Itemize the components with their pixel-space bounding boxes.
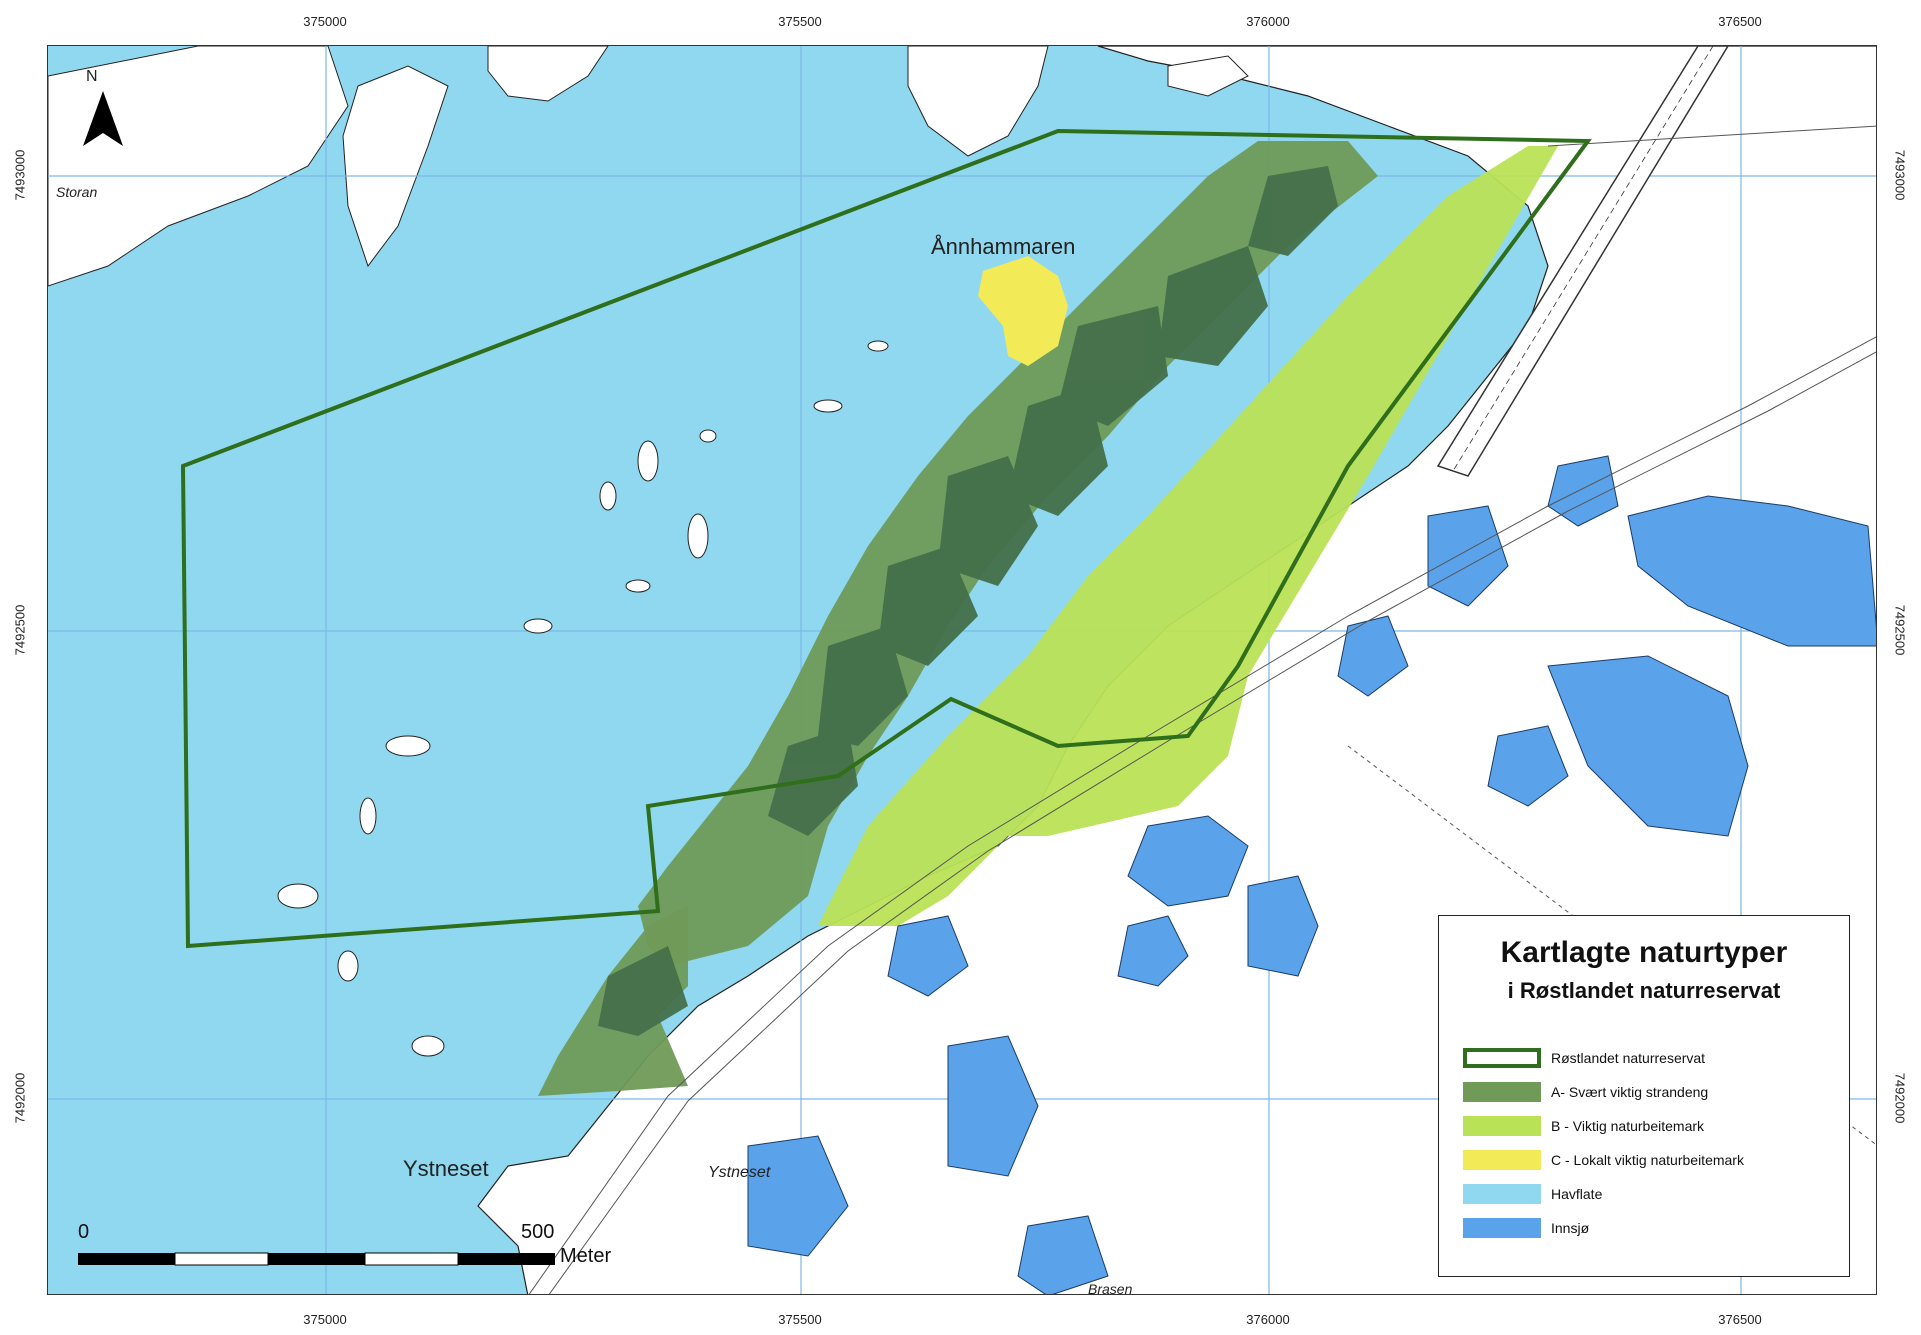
scale-unit: Meter bbox=[560, 1245, 612, 1267]
legend-item-zone-c: C - Lokalt viktig naturbeitemark bbox=[1463, 1147, 1744, 1173]
coord-bottom-375000: 375000 bbox=[303, 1312, 347, 1327]
place-brasen: Brasen bbox=[1088, 1281, 1133, 1295]
scale-end: 500 bbox=[521, 1221, 555, 1243]
coord-bottom-375500: 375500 bbox=[778, 1312, 822, 1327]
coord-bottom-376500: 376500 bbox=[1718, 1312, 1762, 1327]
legend-subtitle: i Røstlandet naturreservat bbox=[1507, 978, 1781, 1003]
zone-a-dark-patches bbox=[598, 166, 1338, 1036]
north-arrow-icon: N bbox=[78, 61, 128, 156]
legend-swatch-havflate bbox=[1463, 1184, 1541, 1204]
legend-label-innsjo: Innsjø bbox=[1551, 1220, 1590, 1236]
coord-top-375000: 375000 bbox=[303, 14, 347, 29]
legend-item-zone-b: B - Viktig naturbeitemark bbox=[1463, 1113, 1704, 1139]
legend-swatch-zone-a bbox=[1463, 1082, 1541, 1102]
place-storan: Storan bbox=[56, 184, 98, 200]
coord-bottom-376000: 376000 bbox=[1246, 1312, 1290, 1327]
coord-right-7493000: 7493000 bbox=[1892, 149, 1908, 201]
legend-item-reserve: Røstlandet naturreservat bbox=[1463, 1045, 1705, 1071]
legend-swatch-innsjo bbox=[1463, 1218, 1541, 1238]
zone-c-lokalt-viktig-naturbeitemark bbox=[978, 256, 1068, 366]
coord-top-375500: 375500 bbox=[778, 14, 822, 29]
legend-label-havflate: Havflate bbox=[1551, 1186, 1603, 1202]
legend-item-innsjo: Innsjø bbox=[1463, 1215, 1589, 1241]
reserve-boundary bbox=[180, 128, 1592, 949]
island-top-3 bbox=[342, 65, 449, 268]
legend-swatch-reserve bbox=[1463, 1048, 1541, 1068]
place-annhammaren: Ånnhammaren bbox=[931, 234, 1076, 259]
place-ystneset: Ystneset bbox=[403, 1156, 489, 1181]
legend-swatch-zone-b bbox=[1463, 1116, 1541, 1136]
runway bbox=[1436, 46, 1729, 477]
coord-left-7492000: 7492000 bbox=[12, 1072, 28, 1124]
coord-left-7493000: 7493000 bbox=[12, 149, 28, 201]
coord-top-376000: 376000 bbox=[1246, 14, 1290, 29]
coord-right-7492000: 7492000 bbox=[1892, 1072, 1908, 1124]
island-top-4 bbox=[1167, 55, 1249, 97]
coord-right-7492500: 7492500 bbox=[1892, 604, 1908, 656]
sea-islets bbox=[277, 340, 889, 1057]
zone-b-viktig-naturbeitemark bbox=[818, 146, 1558, 926]
place-ystneset-small: Ystneset bbox=[708, 1164, 771, 1181]
legend-title: Kartlagte naturtyper bbox=[1500, 936, 1788, 969]
legend-item-zone-a: A- Svært viktig strandeng bbox=[1463, 1079, 1708, 1105]
island-top-1 bbox=[907, 46, 1049, 157]
north-label: N bbox=[86, 68, 98, 85]
legend-swatch-zone-c bbox=[1463, 1150, 1541, 1170]
legend-item-havflate: Havflate bbox=[1463, 1181, 1602, 1207]
legend: Kartlagte naturtyper i Røstlandet naturr… bbox=[1438, 915, 1850, 1277]
legend-label-zone-b: B - Viktig naturbeitemark bbox=[1551, 1118, 1705, 1134]
island-northwest bbox=[48, 46, 349, 287]
coord-left-7492500: 7492500 bbox=[12, 604, 28, 656]
legend-label-zone-a: A- Svært viktig strandeng bbox=[1551, 1084, 1709, 1100]
scale-start: 0 bbox=[78, 1221, 90, 1243]
island-top-2 bbox=[487, 46, 609, 102]
legend-label-zone-c: C - Lokalt viktig naturbeitemark bbox=[1551, 1152, 1744, 1168]
legend-label-reserve: Røstlandet naturreservat bbox=[1551, 1050, 1706, 1066]
coord-top-376500: 376500 bbox=[1718, 14, 1762, 29]
